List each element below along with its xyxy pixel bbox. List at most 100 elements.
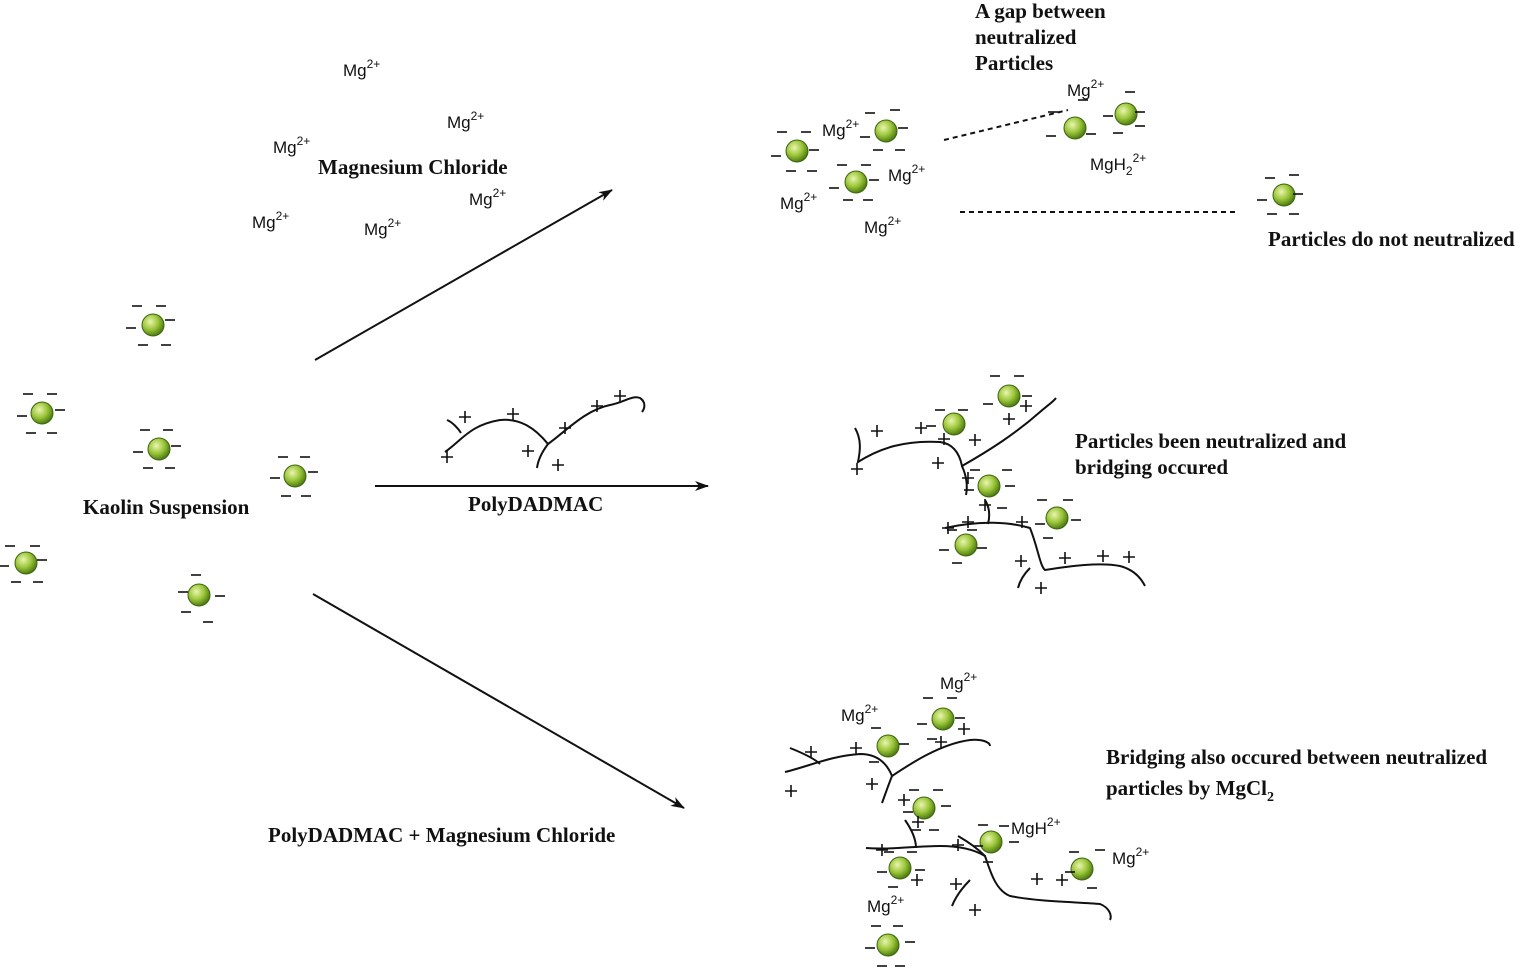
positive-charge bbox=[979, 499, 991, 511]
positive-charge bbox=[507, 408, 519, 420]
positive-charge bbox=[559, 422, 571, 434]
kaolin-particle bbox=[876, 933, 900, 957]
positive-charge bbox=[876, 844, 888, 856]
kaolin-particle bbox=[888, 856, 912, 880]
polymer-chains-bottom bbox=[784, 738, 1112, 921]
positive-charge bbox=[1035, 582, 1047, 594]
magnesium-ion: Mg2+ bbox=[888, 162, 925, 185]
kaolin-particle bbox=[14, 551, 38, 575]
label-not-neutralized: Particles do not neutralized bbox=[1268, 227, 1515, 251]
magnesium-ion: Mg2+ bbox=[447, 109, 484, 132]
positive-charge bbox=[552, 459, 564, 471]
kaolin-particle bbox=[844, 170, 868, 194]
positive-charge bbox=[1016, 516, 1028, 528]
positive-charge bbox=[871, 425, 883, 437]
positive-charge bbox=[851, 463, 863, 475]
positive-charge bbox=[459, 411, 471, 423]
magnesium-ion: Mg2+ bbox=[469, 186, 506, 209]
positive-charge bbox=[1031, 873, 1043, 885]
magnesium-ion: Mg2+ bbox=[940, 670, 977, 693]
label-gap-line1: A gap between bbox=[975, 0, 1106, 23]
positive-charge bbox=[962, 472, 974, 484]
magnesium-ion: Mg2+ bbox=[343, 57, 380, 80]
positive-charge bbox=[1056, 874, 1068, 886]
positive-charge bbox=[614, 390, 626, 402]
magnesium-ion: Mg2+ bbox=[841, 702, 878, 725]
positive-charge bbox=[591, 400, 603, 412]
positive-charge bbox=[935, 736, 947, 748]
gap-dashed-line bbox=[943, 109, 1069, 141]
charges bbox=[0, 91, 1303, 967]
mgh-ion: MgH2+ bbox=[1011, 815, 1061, 838]
kaolin-particle bbox=[1045, 506, 1069, 530]
magnesium-ion: Mg2+ bbox=[1112, 845, 1149, 868]
magnesium-ion: Mg2+ bbox=[867, 893, 904, 916]
kaolin-particle bbox=[954, 533, 978, 557]
positive-charge bbox=[952, 839, 964, 851]
positive-charge bbox=[969, 434, 981, 446]
magnesium-ion: Mg2+ bbox=[252, 209, 289, 232]
ions: Mg2+ Mg2+ Mg2+ Mg2+ Mg2+ Mg2+ Mg2+ Mg2+ Mg2+ Mg2+… bbox=[252, 57, 1149, 916]
positive-charge bbox=[1123, 551, 1135, 563]
kaolin-particle bbox=[1070, 857, 1094, 881]
label-polydadmac: PolyDADMAC bbox=[468, 492, 603, 516]
label-also-line2-main: particles by MgCl bbox=[1106, 776, 1267, 800]
positive-charge bbox=[1015, 555, 1027, 567]
magnesium-ion: Mg2+ bbox=[273, 134, 310, 157]
kaolin-particle bbox=[30, 401, 54, 425]
polymer-chains-middle bbox=[444, 396, 1146, 589]
positive-charge bbox=[1003, 413, 1015, 425]
label-gap-line2: neutralized bbox=[975, 25, 1077, 49]
particles bbox=[14, 102, 1296, 957]
positive-charge bbox=[898, 794, 910, 806]
kaolin-particle bbox=[1114, 102, 1138, 126]
positive-charge bbox=[962, 516, 974, 528]
kaolin-particle bbox=[942, 412, 966, 436]
magnesium-ion: Mg2+ bbox=[364, 216, 401, 239]
label-polydadmac-mgcl: PolyDADMAC + Magnesium Chloride bbox=[268, 823, 615, 847]
label-also-line2: particles by MgCl2 bbox=[1106, 776, 1274, 805]
positive-charge bbox=[950, 878, 962, 890]
kaolin-particle bbox=[912, 796, 936, 820]
label-bridging-line1: Particles been neutralized and bbox=[1075, 429, 1347, 453]
positive-charge bbox=[938, 433, 950, 445]
arrow-magnesium-chloride bbox=[314, 189, 613, 361]
magnesium-ion: Mg2+ bbox=[822, 117, 859, 140]
positive-charge bbox=[441, 451, 453, 463]
kaolin-particle bbox=[283, 464, 307, 488]
kaolin-particle bbox=[874, 119, 898, 143]
kaolin-particle bbox=[977, 474, 1001, 498]
positive-charge bbox=[915, 422, 927, 434]
kaolin-particle bbox=[1063, 116, 1087, 140]
positive-charge bbox=[785, 785, 797, 797]
positive-charge bbox=[866, 778, 878, 790]
positive-charge bbox=[969, 904, 981, 916]
positive-charge bbox=[958, 723, 970, 735]
positive-charge bbox=[912, 816, 924, 828]
label-bridging-line2: bridging occured bbox=[1075, 455, 1228, 479]
kaolin-particle bbox=[147, 437, 171, 461]
mgh2-ion: MgH22+ bbox=[1090, 151, 1146, 178]
magnesium-ion: Mg2+ bbox=[1067, 77, 1104, 100]
positive-charge bbox=[1097, 550, 1109, 562]
kaolin-particle bbox=[997, 384, 1021, 408]
positive-charge bbox=[522, 445, 534, 457]
positive-charge bbox=[805, 746, 817, 758]
kaolin-particle bbox=[1272, 183, 1296, 207]
magnesium-ion: Mg2+ bbox=[780, 190, 817, 213]
positive-charge bbox=[911, 874, 923, 886]
label-kaolin-suspension: Kaolin Suspension bbox=[83, 495, 250, 519]
kaolin-particle bbox=[785, 139, 809, 163]
label-also-line2-sub: 2 bbox=[1267, 790, 1274, 805]
kaolin-particle bbox=[187, 583, 211, 607]
positive-charge bbox=[942, 522, 954, 534]
kaolin-particle bbox=[141, 313, 165, 337]
positive-charge bbox=[850, 742, 862, 754]
arrow-polydadmac-mgcl bbox=[312, 593, 685, 809]
magnesium-ion: Mg2+ bbox=[864, 214, 901, 237]
positive-charge bbox=[932, 457, 944, 469]
label-also-line1: Bridging also occured between neutralize… bbox=[1106, 745, 1487, 769]
positive-charge bbox=[1020, 400, 1032, 412]
